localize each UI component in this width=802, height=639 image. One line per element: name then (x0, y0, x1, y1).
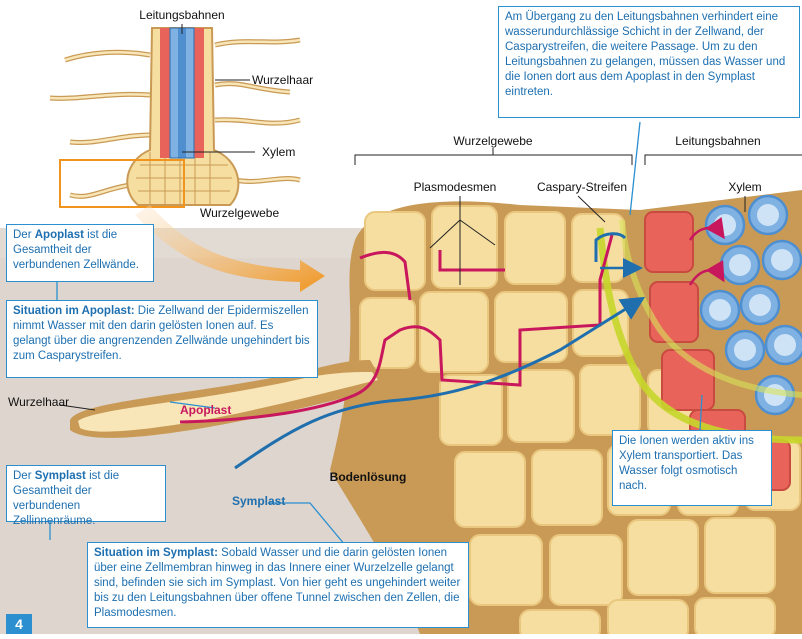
xylem-vessel-lumen (729, 254, 751, 276)
xylem-vessel-lumen (714, 214, 736, 236)
label-wurzelhaar-top: Wurzelhaar (252, 73, 313, 87)
tissue-cell (572, 214, 624, 282)
label-wurzelgewebe-bracket: Wurzelgewebe (453, 134, 532, 148)
callout-ions: Die Ionen werden aktiv ins Xylem transpo… (612, 430, 772, 506)
label-leitungsbahnen-bracket: Leitungsbahnen (675, 134, 760, 148)
tissue-cell (695, 598, 775, 634)
tissue-cell (532, 450, 602, 525)
callout-apoplast-definition: Der Apoplast ist die Gesamtheit der verb… (6, 224, 154, 282)
label-leitungsbahnen-top: Leitungsbahnen (139, 8, 224, 22)
wurzelgewebe-bracket (355, 155, 632, 165)
apoplast-def-bold: Apoplast (35, 229, 84, 241)
xylem-vessel-lumen (709, 299, 731, 321)
callout-symplast-definition: Der Symplast ist die Gesamtheit der verb… (6, 465, 166, 522)
callout-apoplast-situation: Situation im Apoplast: Die Zellwand der … (6, 300, 318, 378)
xylem-vessel-lumen (749, 294, 771, 316)
label-symplast: Symplast (232, 494, 285, 508)
label-xylem-top: Xylem (262, 145, 295, 159)
leitungsbahnen-bracket (645, 155, 802, 165)
endodermis-cell (645, 212, 693, 272)
tissue-cell (705, 518, 775, 593)
xylem-vessel-lumen (771, 249, 793, 271)
tissue-cell (432, 206, 497, 288)
tissue-cell (360, 298, 415, 368)
tissue-cell (455, 452, 525, 527)
tissue-cell (365, 212, 425, 290)
tissue-cell (508, 370, 574, 442)
tissue-cell (580, 365, 640, 435)
tissue-cell (628, 520, 698, 595)
symplast-def-pre: Der (13, 470, 35, 482)
apoplast-sit-bold: Situation im Apoplast: (13, 305, 135, 317)
label-apoplast: Apoplast (180, 403, 231, 417)
symplast-sit-bold: Situation im Symplast: (94, 547, 218, 559)
xylem-vessel-lumen (774, 334, 796, 356)
label-caspary: Caspary-Streifen (537, 180, 627, 194)
tissue-cell (608, 600, 688, 634)
tissue-cell (505, 212, 565, 284)
xylem-vessel-lumen (757, 204, 779, 226)
label-wurzelhaar: Wurzelhaar (8, 395, 69, 409)
label-wurzelgewebe-top: Wurzelgewebe (200, 206, 279, 220)
callout-casparian: Am Übergang zu den Leitungsbahnen verhin… (498, 6, 800, 118)
callout-casparian-text: Am Übergang zu den Leitungsbahnen verhin… (505, 11, 785, 98)
tissue-cell (550, 535, 622, 605)
apoplast-def-pre: Der (13, 229, 35, 241)
root-inset (50, 28, 300, 207)
label-plasmodesmen: Plasmodesmen (414, 180, 497, 194)
page-number: 4 (6, 614, 32, 634)
label-xylem: Xylem (728, 180, 761, 194)
tissue-cell (520, 610, 600, 634)
callout-symplast-situation: Situation im Symplast: Sobald Wasser und… (87, 542, 469, 628)
endodermis-cell (650, 282, 698, 342)
tissue-cell (470, 535, 542, 605)
xylem-vessel-lumen (734, 339, 756, 361)
symplast-def-bold: Symplast (35, 470, 86, 482)
label-bodenloesung: Bodenlösung (330, 470, 407, 484)
callout-ions-text: Die Ionen werden aktiv ins Xylem transpo… (619, 435, 754, 492)
